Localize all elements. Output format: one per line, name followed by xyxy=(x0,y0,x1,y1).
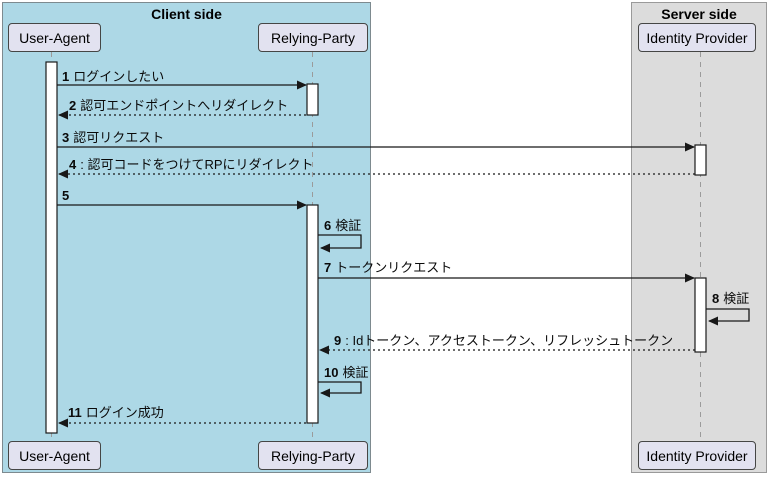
message-label-5: 5 xyxy=(62,188,70,203)
message-label-4: 4: 認可コードをつけてRPにリダイレクト xyxy=(69,157,314,172)
activation-relying-party-1 xyxy=(306,83,319,116)
arrow-msg-6-self xyxy=(318,234,362,253)
participant-relying-party-bottom: Relying-Party xyxy=(258,441,368,470)
message-label-9: 9: Idトークン、アクセストークン、リフレッシュトークン xyxy=(334,333,674,348)
participant-identity-provider-top: Identity Provider xyxy=(638,23,756,52)
arrow-msg-10-self xyxy=(318,381,362,398)
server-side-title: Server side xyxy=(661,6,737,22)
participant-relying-party-top: Relying-Party xyxy=(258,23,368,52)
client-side-title: Client side xyxy=(151,6,222,22)
activation-user-agent xyxy=(45,61,58,434)
activation-relying-party-2 xyxy=(306,204,319,424)
activation-identity-provider-2 xyxy=(694,277,707,353)
activation-identity-provider-1 xyxy=(694,144,707,176)
participant-user-agent-top: User-Agent xyxy=(8,23,101,52)
participant-user-agent-bottom: User-Agent xyxy=(8,441,101,470)
arrow-msg-8-self xyxy=(706,308,750,326)
participant-identity-provider-bottom: Identity Provider xyxy=(638,441,756,470)
server-side-frame: Server side xyxy=(631,2,767,473)
